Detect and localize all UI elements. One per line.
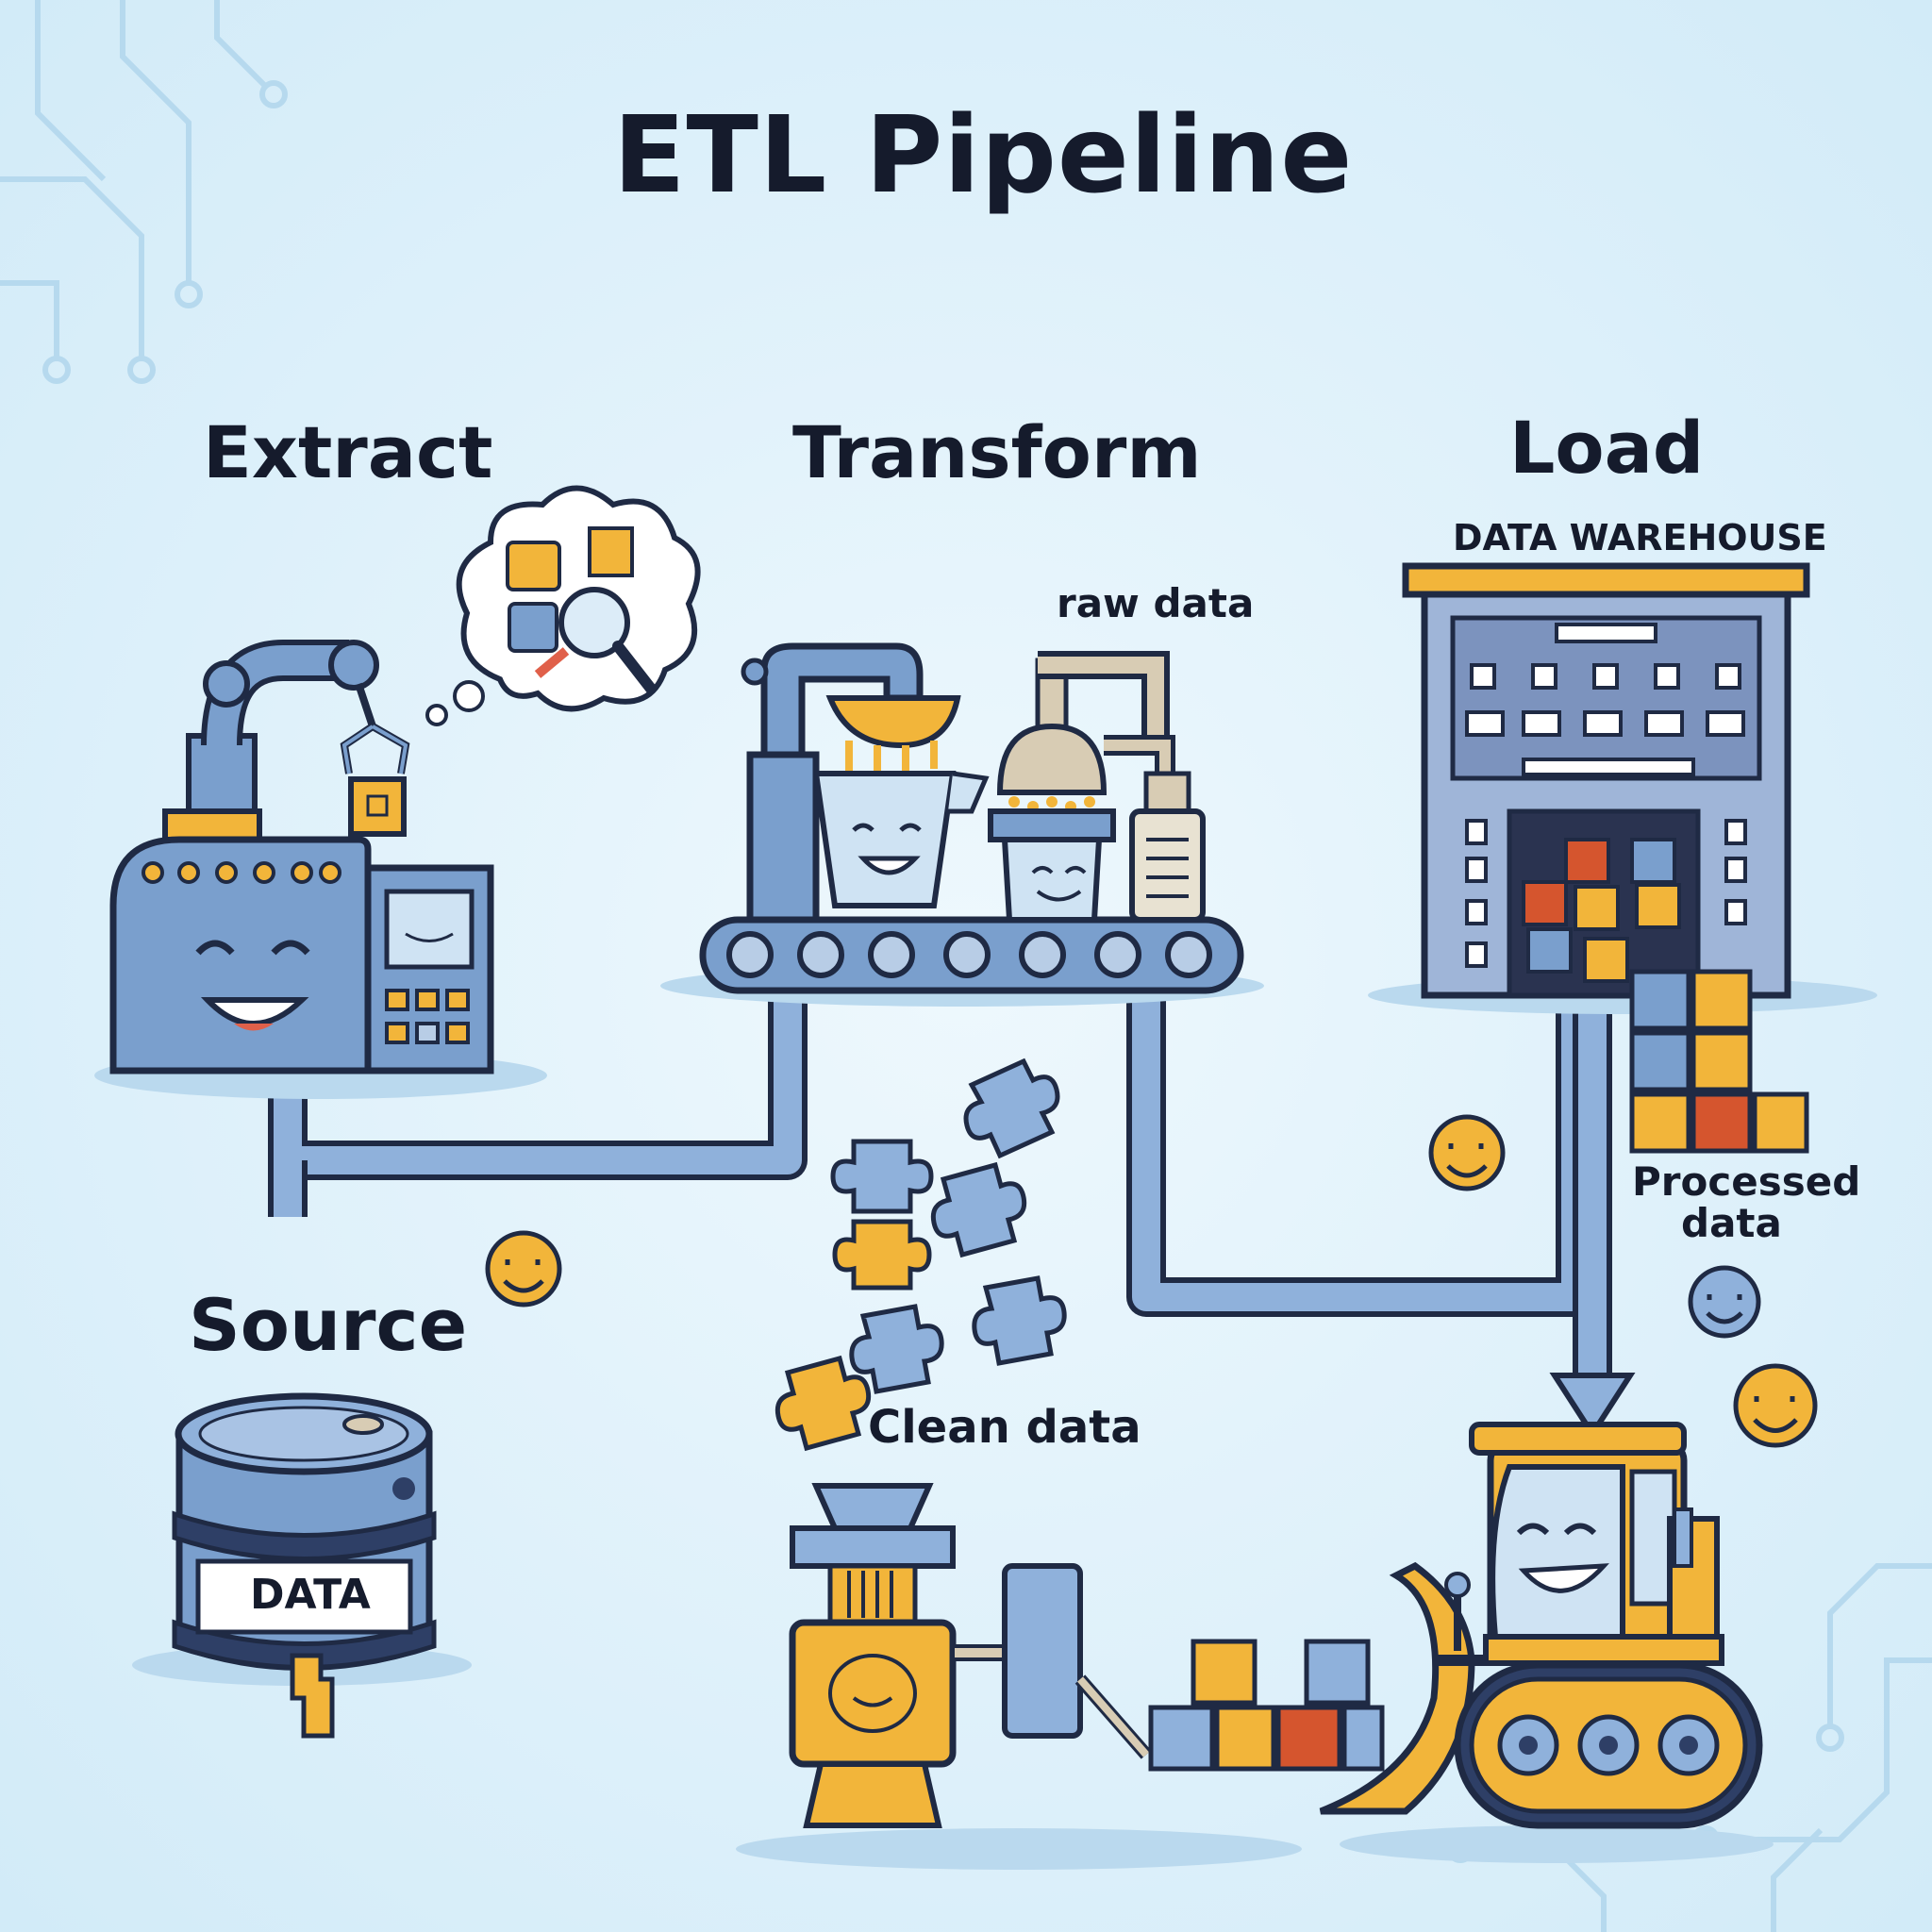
puzzle-piece-icon bbox=[832, 1219, 932, 1291]
robot-arm-icon bbox=[186, 640, 410, 837]
data-warehouse-label: DATA WAREHOUSE bbox=[1453, 517, 1827, 558]
crate-icon bbox=[1690, 1091, 1753, 1154]
puzzle-piece-icon bbox=[963, 1058, 1060, 1159]
crate-icon bbox=[1629, 969, 1691, 1031]
processed-data-label-line2: data bbox=[1681, 1200, 1782, 1246]
smiley-icon bbox=[485, 1230, 562, 1307]
crate-icon bbox=[1275, 1705, 1342, 1772]
thought-bubble-icon bbox=[425, 485, 701, 726]
warehouse-icon bbox=[1368, 562, 1877, 1014]
smileys bbox=[485, 1114, 1818, 1448]
juicer-machine-icon bbox=[741, 642, 990, 924]
puzzle-piece-icon bbox=[774, 1355, 872, 1452]
clean-data-label: Clean data bbox=[868, 1401, 1141, 1454]
puzzle-piece-icon bbox=[972, 1275, 1067, 1366]
stage-label-transform: Transform bbox=[792, 410, 1202, 494]
grinder-machine bbox=[736, 1483, 1302, 1870]
bulldozer-icon bbox=[1319, 1422, 1774, 1863]
crate-icon bbox=[1304, 1639, 1371, 1706]
puzzle-pieces bbox=[774, 1058, 1067, 1452]
crate-icon bbox=[1629, 1030, 1691, 1092]
processed-data-label-line1: Processed bbox=[1632, 1158, 1861, 1205]
barrel-icon bbox=[132, 1392, 472, 1739]
transform-machine bbox=[660, 642, 1264, 1007]
smiley-icon bbox=[1428, 1114, 1506, 1191]
conveyor-belt-icon bbox=[699, 916, 1244, 994]
page-title: ETL Pipeline bbox=[613, 94, 1354, 217]
puzzle-piece-icon bbox=[849, 1304, 944, 1394]
stage-label-source: Source bbox=[189, 1283, 468, 1367]
puzzle-piece-icon bbox=[930, 1161, 1027, 1258]
smiley-icon bbox=[1688, 1265, 1761, 1339]
processed-data-crates bbox=[1629, 969, 1809, 1154]
crate-icon bbox=[1752, 1091, 1809, 1154]
stage-label-extract: Extract bbox=[203, 410, 493, 494]
stage-label-load: Load bbox=[1509, 406, 1705, 490]
magnifier-icon bbox=[534, 587, 657, 694]
crate-icon bbox=[1191, 1639, 1257, 1706]
pipes bbox=[268, 991, 1636, 1440]
crate-icon bbox=[1690, 1030, 1753, 1092]
down-arrow-icon bbox=[1549, 1373, 1636, 1440]
crate-icon bbox=[1629, 1091, 1691, 1154]
crate-icon bbox=[1690, 969, 1753, 1031]
raw-data-label: raw data bbox=[1057, 580, 1255, 626]
extract-machine bbox=[94, 640, 547, 1099]
barrel-label: DATA bbox=[250, 1571, 371, 1619]
circuit-decoration-top-left bbox=[0, 0, 288, 384]
crate-icon bbox=[1148, 1705, 1215, 1772]
ground-crates bbox=[1148, 1639, 1385, 1772]
crate-icon bbox=[1214, 1705, 1276, 1772]
puzzle-piece-icon bbox=[830, 1139, 934, 1214]
smiley-icon bbox=[1733, 1363, 1818, 1448]
crate-icon bbox=[1341, 1705, 1385, 1772]
